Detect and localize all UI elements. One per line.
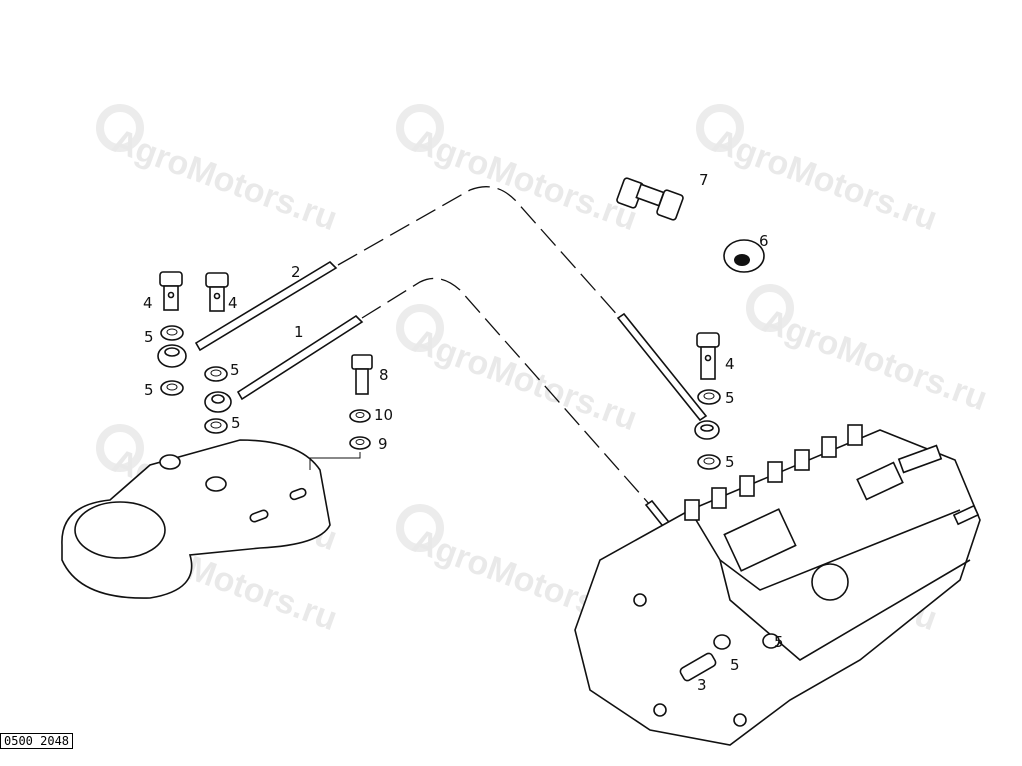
- callout-10: 10: [374, 406, 393, 424]
- banjo-bolt: [205, 272, 229, 312]
- sealing-washers: [160, 325, 721, 470]
- callout-1: 1: [294, 323, 304, 341]
- injection-pump: [574, 424, 981, 746]
- connector-part-7: [616, 177, 684, 221]
- callout-5: 5: [725, 453, 735, 471]
- pipe-2-route: [337, 186, 621, 319]
- drawing-number: 0500 2048: [0, 733, 74, 749]
- watermark-text: AgroMotors.ru: [757, 302, 992, 418]
- callout-4: 4: [725, 355, 735, 373]
- pipe-1-route: [361, 277, 651, 506]
- callout-5: 5: [725, 389, 735, 407]
- fuel-pipe-1: [204, 314, 364, 413]
- callout-8: 8: [379, 366, 389, 384]
- banjo-bolt: [159, 271, 183, 311]
- watermark-text: AgroMotors.ru: [407, 122, 642, 238]
- delivery-valves: [684, 424, 863, 521]
- callout-6: 6: [759, 232, 769, 250]
- callout-labels: 2 1 4 4 5 5 5 5 8 10 9 7 6 4 5 5 5 5 3: [143, 171, 784, 694]
- banjo-bolt: [696, 332, 720, 380]
- bolt: [351, 354, 373, 395]
- callout-5: 5: [774, 633, 784, 651]
- watermark-text: AgroMotors.ru: [407, 322, 642, 438]
- callout-5: 5: [144, 381, 154, 399]
- callout-2: 2: [291, 263, 301, 281]
- callout-5: 5: [730, 656, 740, 674]
- callout-5: 5: [230, 361, 240, 379]
- callout-7: 7: [699, 171, 709, 189]
- callout-9: 9: [378, 435, 388, 453]
- watermark-text: AgroMotors.ru: [707, 122, 942, 238]
- callout-3: 3: [697, 676, 707, 694]
- support-bracket: [61, 439, 361, 599]
- callout-5: 5: [144, 328, 154, 346]
- callout-5: 5: [231, 414, 241, 432]
- callout-4: 4: [143, 294, 153, 312]
- watermark-text: AgroMotors.ru: [107, 122, 342, 238]
- nut-part-6: [723, 239, 765, 273]
- fuel-pipe-2-end: [616, 312, 720, 440]
- callout-4: 4: [228, 294, 238, 312]
- fuel-pipe-2: [157, 260, 338, 368]
